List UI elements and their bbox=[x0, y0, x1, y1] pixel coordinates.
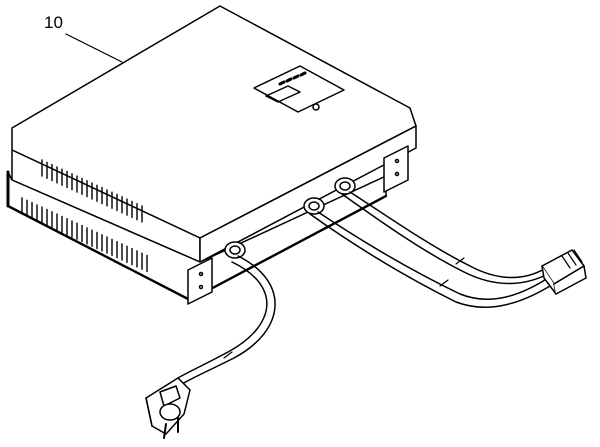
vent-slots-lower bbox=[21, 197, 148, 273]
callout-number: 10 bbox=[44, 13, 63, 32]
mounting-bracket-left bbox=[187, 257, 213, 305]
mains-cable bbox=[177, 255, 276, 385]
mains-plug bbox=[145, 377, 191, 439]
cable-grommet-mains bbox=[224, 241, 246, 259]
cable-grommet-output-1 bbox=[303, 197, 325, 215]
power-indicator-icon bbox=[312, 103, 320, 111]
output-connector bbox=[541, 249, 587, 295]
cable-grommet-output-2 bbox=[334, 177, 356, 195]
mounting-bracket-right bbox=[383, 145, 409, 193]
callout-leader-line bbox=[65, 33, 123, 63]
output-cable-1 bbox=[309, 211, 551, 308]
display-window bbox=[265, 85, 301, 103]
panel-buttons bbox=[278, 71, 307, 86]
vent-slots-upper bbox=[41, 159, 143, 223]
display-panel bbox=[253, 65, 345, 113]
output-cable-2 bbox=[341, 191, 549, 285]
housing-side bbox=[199, 125, 417, 263]
plug-pin bbox=[163, 423, 167, 439]
